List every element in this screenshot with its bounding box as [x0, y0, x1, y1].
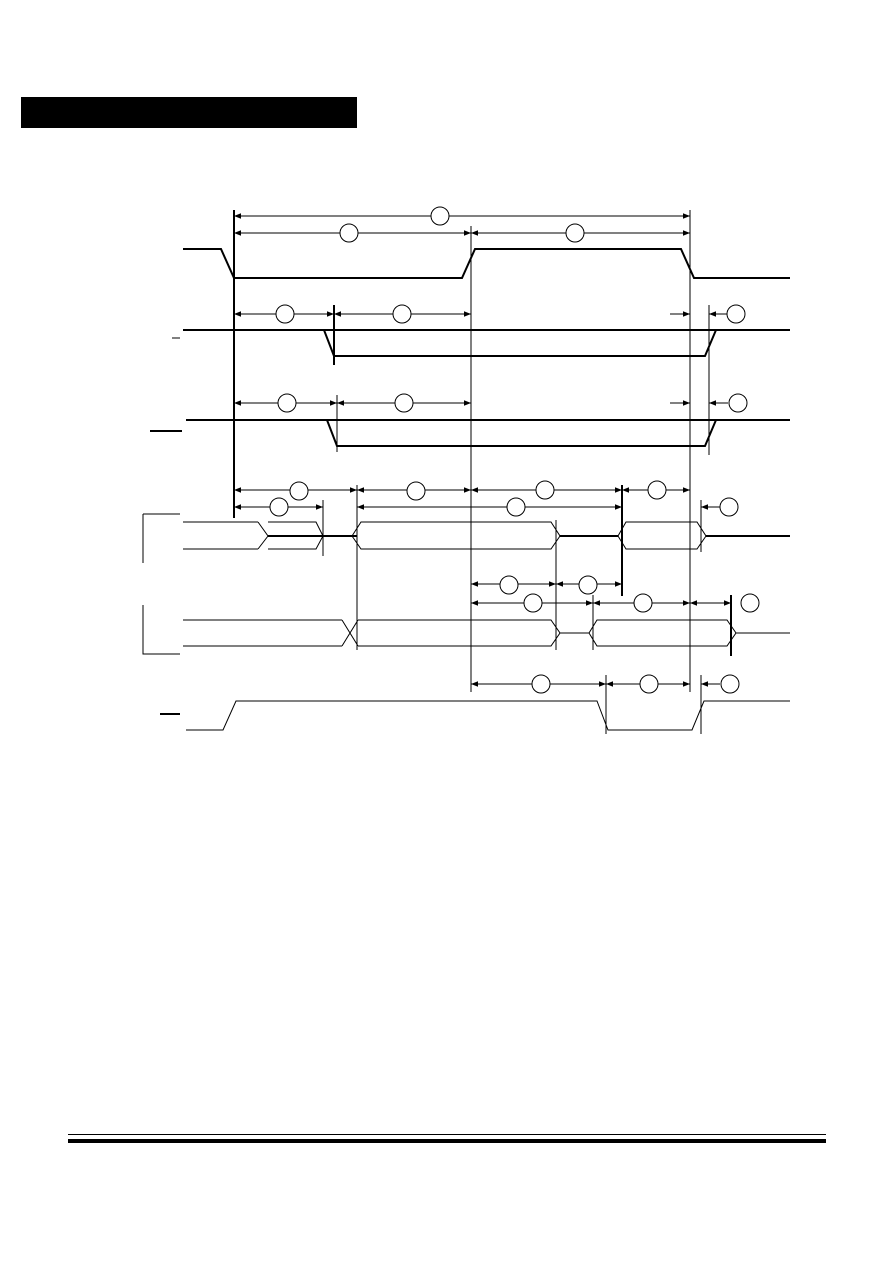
bus-2-valid — [358, 619, 561, 647]
timing-marker — [430, 206, 450, 226]
waveform-2-low — [323, 329, 717, 357]
timing-marker — [277, 393, 297, 413]
timing-marker — [720, 674, 740, 694]
timing-marker — [633, 593, 653, 613]
timing-marker — [578, 575, 598, 595]
footer-rule — [68, 1134, 826, 1146]
timing-markers — [269, 206, 760, 694]
timing-marker — [289, 481, 309, 501]
timing-marker — [275, 304, 295, 324]
timing-marker — [269, 497, 289, 517]
timing-marker — [339, 223, 359, 243]
timing-marker — [531, 674, 551, 694]
timing-marker — [726, 304, 746, 324]
bus-group-bracket-2 — [142, 605, 180, 655]
bus-1-valid — [351, 521, 561, 550]
footer-rule-thin — [68, 1134, 826, 1135]
timing-marker — [565, 223, 585, 243]
timing-marker — [506, 497, 526, 517]
bus-2-valid — [588, 619, 737, 647]
title-bar — [21, 97, 357, 128]
timing-marker — [728, 393, 748, 413]
timing-marker — [639, 674, 659, 694]
waveform-6 — [186, 700, 790, 731]
footer-rule-thick — [68, 1139, 826, 1143]
bus-1-valid — [617, 521, 707, 550]
bus-2-cross — [341, 619, 359, 647]
bus-1-hatch — [268, 521, 324, 550]
waveform-3-low — [326, 419, 717, 447]
timing-marker — [719, 497, 739, 517]
bus-group-bracket-1 — [142, 513, 180, 563]
timing-marker — [392, 304, 412, 324]
timing-marker — [647, 480, 667, 500]
timing-marker — [499, 575, 519, 595]
timing-marker — [740, 593, 760, 613]
timing-marker — [406, 481, 426, 501]
bus-1-transition — [257, 521, 269, 550]
waveform-1 — [183, 248, 790, 279]
timing-marker — [394, 393, 414, 413]
timing-marker — [523, 593, 543, 613]
timing-marker — [535, 480, 555, 500]
